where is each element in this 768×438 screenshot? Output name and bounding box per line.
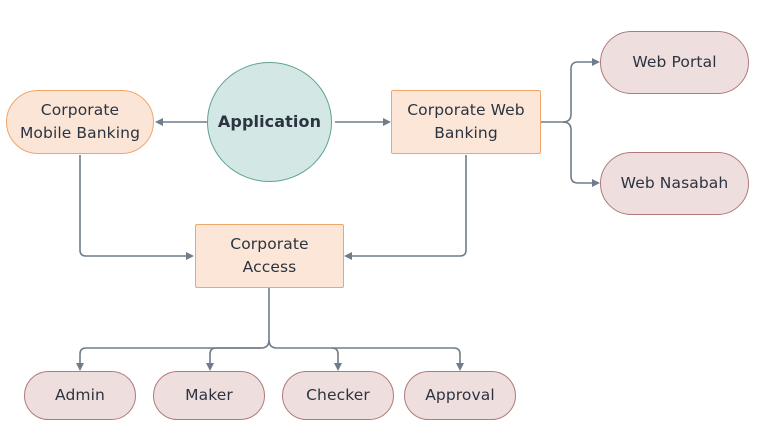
- node-corporate-web-banking: Corporate Web Banking: [391, 90, 541, 154]
- node-corporate-access: Corporate Access: [195, 224, 344, 288]
- node-role-checker-label: Checker: [306, 385, 370, 404]
- node-role-admin: Admin: [24, 371, 136, 420]
- connector-access-to-maker: [209, 347, 261, 364]
- node-corporate-mobile-banking: Corporate Mobile Banking: [6, 90, 154, 154]
- node-role-checker: Checker: [282, 371, 394, 420]
- connector-mobile-to-access: [79, 155, 186, 257]
- node-web-nasabah: Web Nasabah: [600, 152, 749, 215]
- node-application: Application: [207, 62, 332, 182]
- node-corporate-web-banking-line-1: Corporate Web: [407, 100, 525, 119]
- node-web-portal: Web Portal: [600, 31, 749, 94]
- connector-web-to-access: [352, 155, 467, 257]
- arrowhead-approval: [456, 363, 464, 371]
- node-role-approval: Approval: [404, 371, 516, 420]
- connector-web-to-nasabah: [562, 121, 592, 184]
- node-corporate-mobile-banking-line-1: Corporate: [40, 100, 120, 119]
- arrowhead-web: [383, 118, 391, 126]
- arrowhead-access-right: [344, 252, 352, 260]
- arrowhead-portal: [592, 58, 600, 66]
- node-role-maker: Maker: [153, 371, 265, 420]
- connector-access-to-approval: [332, 347, 461, 364]
- arrowhead-mobile: [155, 118, 163, 126]
- node-application-label: Application: [217, 112, 322, 131]
- node-corporate-web-banking-line-2: Banking: [434, 124, 498, 142]
- node-corporate-mobile-banking-line-2: Mobile Banking: [19, 124, 141, 142]
- arrowhead-maker: [206, 363, 214, 371]
- arrowhead-nasabah: [592, 179, 600, 187]
- arrowhead-admin: [76, 363, 84, 371]
- connector-web-to-portal: [541, 61, 592, 123]
- arrowhead-checker: [334, 363, 342, 371]
- arrowhead-access-left: [186, 252, 194, 260]
- node-role-admin-label: Admin: [55, 385, 105, 404]
- node-role-maker-label: Maker: [185, 385, 233, 404]
- node-web-portal-label: Web Portal: [632, 52, 717, 71]
- node-role-approval-label: Approval: [425, 385, 495, 404]
- connector-access-to-checker: [268, 339, 339, 364]
- node-corporate-access-line-1: Corporate: [230, 234, 309, 253]
- connector-access-trunk: [79, 288, 270, 364]
- node-corporate-access-line-2: Access: [242, 258, 297, 276]
- node-web-nasabah-label: Web Nasabah: [620, 173, 729, 192]
